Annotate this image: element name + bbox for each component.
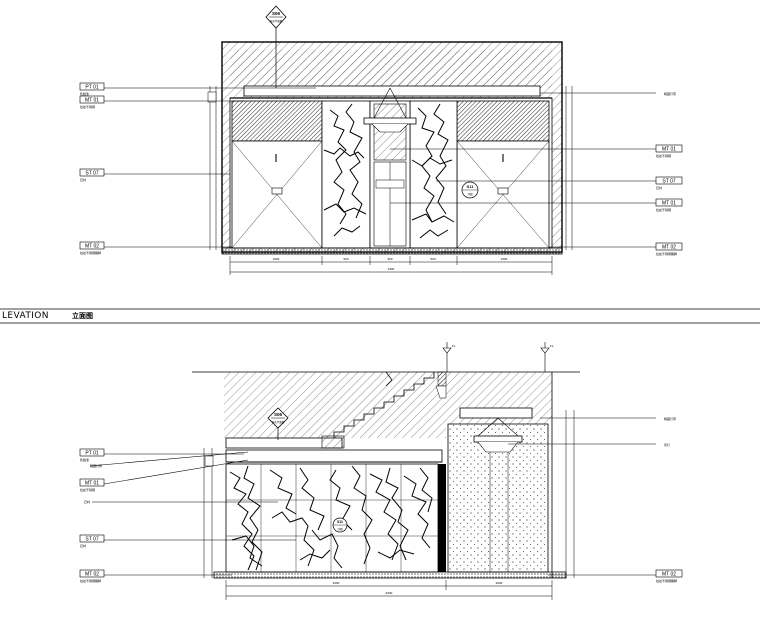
lower-left-callout-labels: PT 01 乳胶漆 暗藏灯带 MT 01 拉丝不锈钢 石材 ST 07 石材 M… <box>79 448 105 583</box>
svg-text:FL: FL <box>452 344 456 348</box>
callout-desc: 拉丝不锈钢 <box>80 487 95 492</box>
dim-label: 1500 <box>501 257 508 261</box>
svg-text:天花平面图: 天花平面图 <box>270 19 283 23</box>
dim-label: 2000 <box>496 581 503 585</box>
upper-left-callout-labels: PT 01 乳胶漆 MT 01 拉丝不锈钢 ST 07 石材 MT 02 拉丝不… <box>79 82 105 255</box>
callout-desc: 乳胶漆 <box>80 457 89 462</box>
upper-left-callouts <box>104 87 316 248</box>
callout-desc: 石材 <box>656 185 662 190</box>
callout-desc: 拉丝不锈钢踢脚 <box>656 251 677 256</box>
callout-desc: 暗藏灯带 <box>664 416 676 421</box>
callout-code: MT 02 <box>662 572 676 578</box>
callout-desc: 拉丝不锈钢 <box>80 104 95 109</box>
dim-label: 4200 <box>333 581 340 585</box>
callout-code: MT 01 <box>85 98 99 104</box>
callout-code: PT 01 <box>85 85 98 91</box>
callout-code: ST 07 <box>85 537 98 543</box>
dim-total: 6200 <box>386 591 393 595</box>
lower-elevation: FL FL <box>79 342 683 600</box>
callout-desc: 石材 <box>80 543 86 548</box>
callout-code: MT 02 <box>85 244 99 250</box>
section-tag: S06 天花平面图 <box>267 407 289 440</box>
lower-right-callouts <box>508 417 656 576</box>
section-tag: S06 天花平面图 <box>265 5 287 88</box>
svg-text:S11: S11 <box>467 184 475 189</box>
lower-right-callout-labels: 暗藏灯带 吊灯 MT 02 拉丝不锈钢踢脚 <box>655 416 683 583</box>
callout-desc: 拉丝不锈钢踢脚 <box>80 250 101 255</box>
callout-desc: 暗藏灯带 <box>90 463 102 468</box>
dim-label: 300 <box>387 257 392 261</box>
dim-label: 500 <box>343 257 348 261</box>
callout-code: MT 01 <box>85 481 99 487</box>
upper-right-callouts <box>390 92 656 248</box>
dim-total: 4300 <box>388 267 395 271</box>
svg-text:FL: FL <box>550 344 554 348</box>
lower-left-callouts <box>89 451 296 576</box>
dim-label: 500 <box>430 257 435 261</box>
marble-veins <box>323 103 455 239</box>
elevation-title: LEVATION <box>2 311 49 321</box>
svg-text:天花平面图: 天花平面图 <box>272 420 285 424</box>
callout-desc: 石材 <box>80 177 86 182</box>
upper-elevation: 1500 500 300 500 1500 4300 S06 天花平面图 S11… <box>79 5 683 275</box>
callout-desc: 暗藏灯带 <box>664 91 676 96</box>
dim-label: 1500 <box>273 257 280 261</box>
callout-code: MT 01 <box>662 201 676 207</box>
detail-ref-bubble: S11 详图 <box>332 517 348 533</box>
detail-ref-bubble: S11 详图 <box>461 181 479 199</box>
upper-right-callout-labels: 暗藏灯带 MT 01 拉丝不锈钢 ST 07 石材 MT 01 拉丝不锈钢 MT… <box>655 91 683 256</box>
callout-code: ST 07 <box>662 179 675 185</box>
callout-desc: 乳胶漆 <box>80 91 89 96</box>
callout-desc: 拉丝不锈钢 <box>656 153 671 158</box>
callout-code: MT 02 <box>662 245 676 251</box>
callout-code: PT 01 <box>85 451 98 457</box>
callout-code: MT 02 <box>85 572 99 578</box>
callout-desc: 拉丝不锈钢 <box>656 207 671 212</box>
svg-text:详图: 详图 <box>337 527 343 531</box>
elevation-subtitle: 立面图 <box>72 312 93 320</box>
level-mark: FL FL <box>442 342 554 372</box>
svg-text:S06: S06 <box>272 11 281 16</box>
callout-code: ST 07 <box>85 171 98 177</box>
callout-desc: 吊灯 <box>664 442 670 447</box>
svg-text:详图: 详图 <box>467 192 473 196</box>
callout-desc: 拉丝不锈钢踢脚 <box>656 578 677 583</box>
svg-text:S11: S11 <box>337 520 343 524</box>
svg-text:S06: S06 <box>274 412 283 417</box>
callout-desc: 拉丝不锈钢踢脚 <box>80 578 101 583</box>
marble-veins <box>229 465 433 571</box>
callout-desc: 石材 <box>84 499 90 504</box>
callout-code: MT 01 <box>662 147 676 153</box>
